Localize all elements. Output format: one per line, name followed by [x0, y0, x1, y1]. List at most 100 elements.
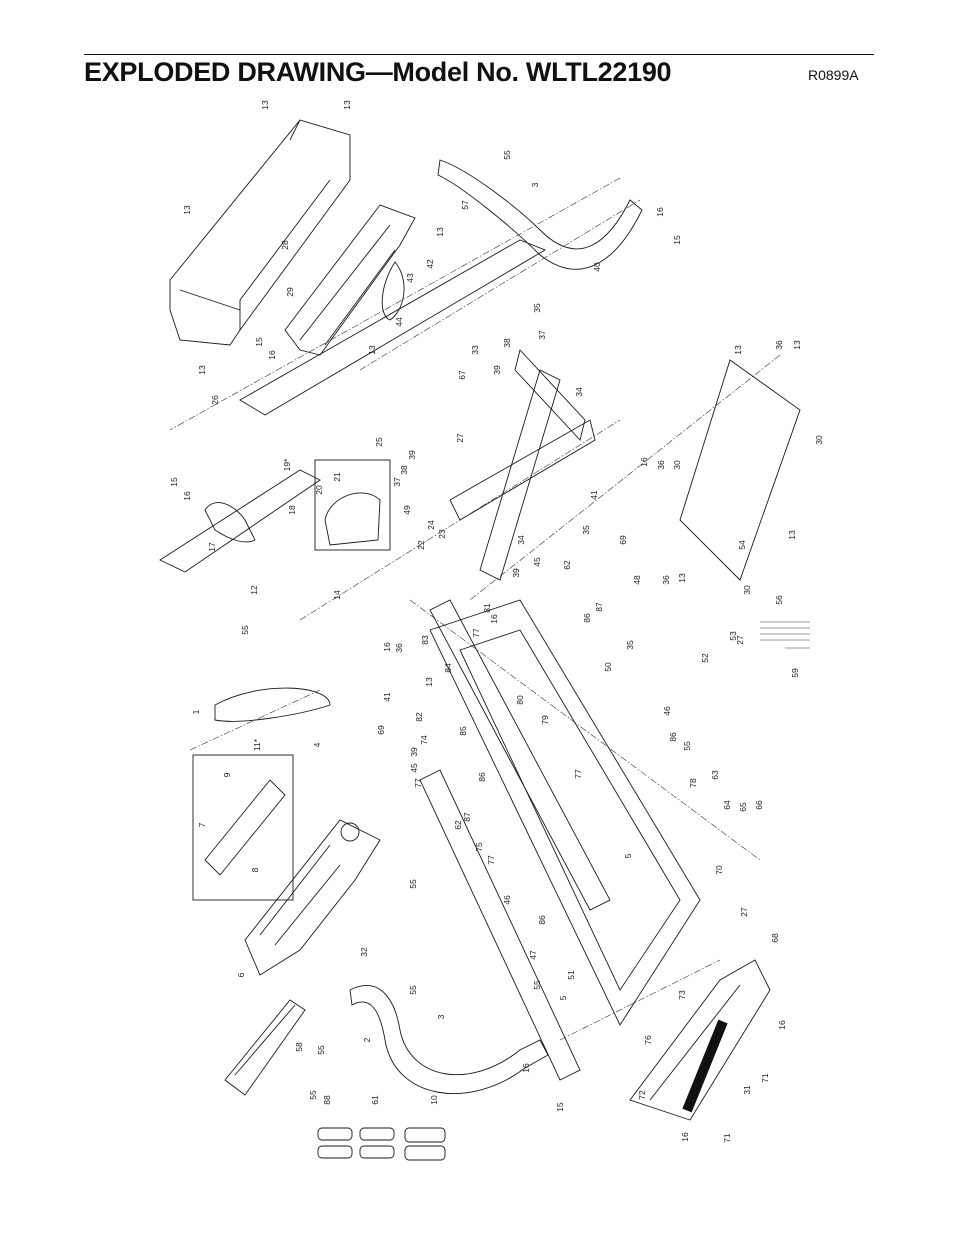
drive-belt — [204, 502, 256, 543]
part-callout-82: 82 — [414, 712, 424, 722]
part-callout-47: 47 — [528, 950, 538, 960]
part-callout-58: 58 — [294, 1042, 304, 1052]
part-callout-16h: 16 — [777, 1020, 787, 1030]
walking-deck — [429, 599, 701, 1026]
part-callout-16a: 16 — [267, 350, 277, 360]
part-callout-35b: 35 — [581, 525, 591, 535]
part-callout-86c: 86 — [668, 732, 678, 742]
part-callout-79: 79 — [540, 715, 550, 725]
part-callout-7: 7 — [197, 822, 207, 827]
part-callout-59: 59 — [790, 668, 800, 678]
part-callout-86a: 86 — [582, 613, 592, 623]
part-callout-70: 70 — [714, 865, 724, 875]
drawing-code: R0899A — [808, 67, 859, 83]
part-callout-13b: 13 — [342, 100, 352, 110]
part-callout-13g: 13 — [733, 345, 743, 355]
part-callout-62b: 62 — [453, 820, 463, 830]
part-callout-65: 65 — [738, 802, 748, 812]
part-callout-15b: 15 — [672, 235, 682, 245]
part-callout-20: 20 — [314, 485, 324, 495]
part-callout-36a: 36 — [774, 340, 784, 350]
console-circuit-board — [204, 779, 286, 876]
dumbbells — [317, 1127, 446, 1161]
part-callout-39c: 39 — [511, 568, 521, 578]
part-callout-38b: 38 — [399, 465, 409, 475]
part-callout-13h: 13 — [792, 340, 802, 350]
part-callout-62a: 62 — [562, 560, 572, 570]
part-callout-28: 28 — [280, 240, 290, 250]
part-callout-86d: 86 — [537, 915, 547, 925]
part-callout-46a: 46 — [662, 706, 672, 716]
part-callout-77d: 77 — [486, 855, 496, 865]
part-callout-40: 40 — [592, 262, 602, 272]
part-callout-21: 21 — [332, 472, 342, 482]
console-overlay — [214, 687, 331, 722]
part-callout-30c: 30 — [742, 585, 752, 595]
motor-assembly-box — [314, 459, 391, 551]
side-cover-panel — [679, 359, 801, 581]
part-callout-24: 24 — [426, 520, 436, 530]
part-callout-52: 52 — [700, 653, 710, 663]
right-side-rail — [429, 599, 611, 911]
left-handrail — [349, 985, 549, 1095]
left-upright — [159, 469, 321, 573]
part-callout-85: 85 — [458, 726, 468, 736]
part-callout-6: 6 — [236, 972, 246, 977]
part-callout-13a: 13 — [260, 100, 270, 110]
part-callout-81: 81 — [482, 603, 492, 613]
part-callout-43: 43 — [405, 273, 415, 283]
part-callout-16f: 16 — [382, 642, 392, 652]
part-callout-39b: 39 — [407, 450, 417, 460]
part-callout-74: 74 — [419, 735, 429, 745]
part-callout-73: 73 — [677, 990, 687, 1000]
console-housing — [244, 819, 381, 976]
part-callout-30a: 30 — [814, 435, 824, 445]
part-callout-77a: 77 — [471, 628, 481, 638]
left-side-rail — [419, 769, 581, 1081]
part-callout-38a: 38 — [502, 338, 512, 348]
part-callout-77b: 77 — [413, 778, 423, 788]
part-callout-76: 76 — [643, 1035, 653, 1045]
part-callout-15d: 15 — [555, 1102, 565, 1112]
part-callout-78: 78 — [688, 778, 698, 788]
part-callout-22: 22 — [416, 540, 426, 550]
alignment-lines — [169, 177, 781, 1041]
header-rule — [84, 54, 874, 55]
part-callout-27c: 27 — [739, 907, 749, 917]
right-handrail — [437, 159, 643, 270]
part-callout-55h: 55 — [308, 1090, 318, 1100]
part-callout-13e: 13 — [197, 365, 207, 375]
part-callout-39a: 39 — [492, 365, 502, 375]
part-callout-55d: 55 — [408, 879, 418, 889]
wire-bundle — [760, 621, 810, 649]
part-callout-5b: 5 — [558, 995, 568, 1000]
part-callout-87b: 87 — [462, 812, 472, 822]
part-callout-18: 18 — [287, 505, 297, 515]
part-callout-71a: 71 — [760, 1073, 770, 1083]
rear-base — [629, 959, 771, 1121]
part-callout-5a: 5 — [623, 853, 633, 858]
part-callout-13j: 13 — [677, 573, 687, 583]
part-callout-55b: 55 — [240, 625, 250, 635]
weight-tray — [224, 999, 306, 1096]
part-callout-4: 4 — [312, 742, 322, 747]
console-fan — [340, 822, 360, 842]
part-callout-46b: 46 — [502, 895, 512, 905]
part-callout-34b: 34 — [516, 535, 526, 545]
part-callout-69b: 69 — [376, 725, 386, 735]
part-callout-27a: 27 — [455, 433, 465, 443]
part-callout-67: 67 — [457, 370, 467, 380]
part-callout-44: 44 — [394, 317, 404, 327]
part-callout-11: 11* — [252, 738, 262, 751]
part-callout-36b: 36 — [656, 460, 666, 470]
part-callout-83: 83 — [420, 635, 430, 645]
part-callout-17: 17 — [207, 542, 217, 552]
part-callout-77c: 77 — [573, 769, 583, 779]
part-callout-68: 68 — [770, 933, 780, 943]
part-callout-72: 72 — [637, 1090, 647, 1100]
controller-board — [284, 204, 416, 356]
part-callout-55f: 55 — [408, 985, 418, 995]
part-callout-1: 1 — [191, 709, 201, 714]
